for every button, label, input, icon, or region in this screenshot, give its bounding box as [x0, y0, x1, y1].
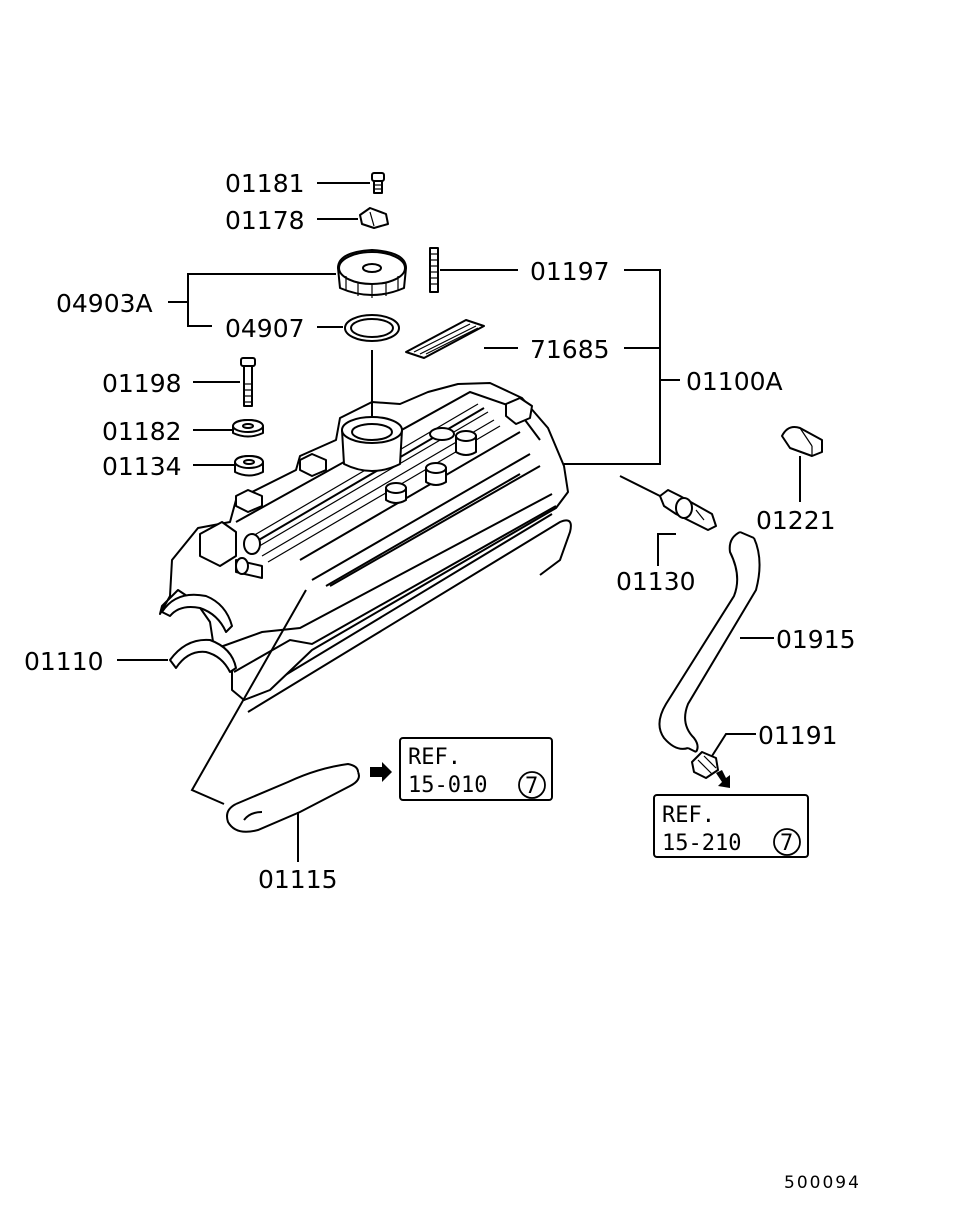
washer-01182 [232, 419, 264, 438]
gasket-01110 [247, 519, 572, 713]
hose-01115 [226, 762, 360, 833]
figure-number: 500094 [784, 1173, 861, 1193]
part-label-01182[interactable]: 01182 [102, 417, 182, 446]
stud-01197 [429, 247, 439, 293]
part-label-04903A[interactable]: 04903A [56, 289, 153, 318]
part-label-01198[interactable]: 01198 [102, 369, 182, 398]
ref-box-1-line2: 15-010 [408, 773, 487, 798]
rocker-cover-01100A [159, 382, 572, 713]
part-label-01191[interactable]: 01191 [758, 721, 838, 750]
ref-box-2-line2: 15-210 [662, 831, 741, 856]
part-label-01221[interactable]: 01221 [756, 506, 836, 535]
label-plate-71685 [405, 319, 485, 359]
hose-01915 [658, 531, 761, 753]
part-label-04907[interactable]: 04907 [225, 314, 305, 343]
part-label-01134[interactable]: 01134 [102, 452, 182, 481]
gasket-ring-04907 [344, 314, 400, 342]
leader-lines [117, 182, 801, 862]
bolt-01198 [240, 357, 256, 407]
ref-box-2[interactable]: REF. 15-210 7 [653, 794, 809, 858]
ref-box-1-circle: 7 [525, 774, 538, 799]
ref-box-1[interactable]: REF. 15-010 7 [399, 737, 553, 801]
arrow-icon [370, 762, 392, 782]
grommet-01178 [359, 207, 389, 229]
oil-filler-cap-04903A [337, 249, 407, 298]
part-label-71685[interactable]: 71685 [530, 335, 610, 364]
part-label-01197[interactable]: 01197 [530, 257, 610, 286]
arrow-icon [716, 770, 730, 788]
ref-box-2-circle: 7 [780, 831, 793, 856]
part-label-01178[interactable]: 01178 [225, 206, 305, 235]
circle-badge-icon [518, 771, 546, 799]
circle-badge-icon [773, 828, 801, 856]
part-label-01100A[interactable]: 01100A [686, 367, 783, 396]
bolt-01181 [371, 172, 385, 194]
clamp-01191 [691, 751, 719, 779]
part-label-01181[interactable]: 01181 [225, 169, 305, 198]
part-label-01915[interactable]: 01915 [776, 625, 856, 654]
part-label-01110[interactable]: 01110 [24, 647, 104, 676]
cap-01221 [781, 426, 823, 457]
grommet-01134 [234, 455, 264, 477]
ref-box-1-line1: REF. [408, 745, 461, 770]
part-label-01130[interactable]: 01130 [616, 567, 696, 596]
pcv-valve-01130 [659, 489, 717, 531]
ref-box-2-line1: REF. [662, 803, 715, 828]
part-label-01115[interactable]: 01115 [258, 865, 338, 894]
